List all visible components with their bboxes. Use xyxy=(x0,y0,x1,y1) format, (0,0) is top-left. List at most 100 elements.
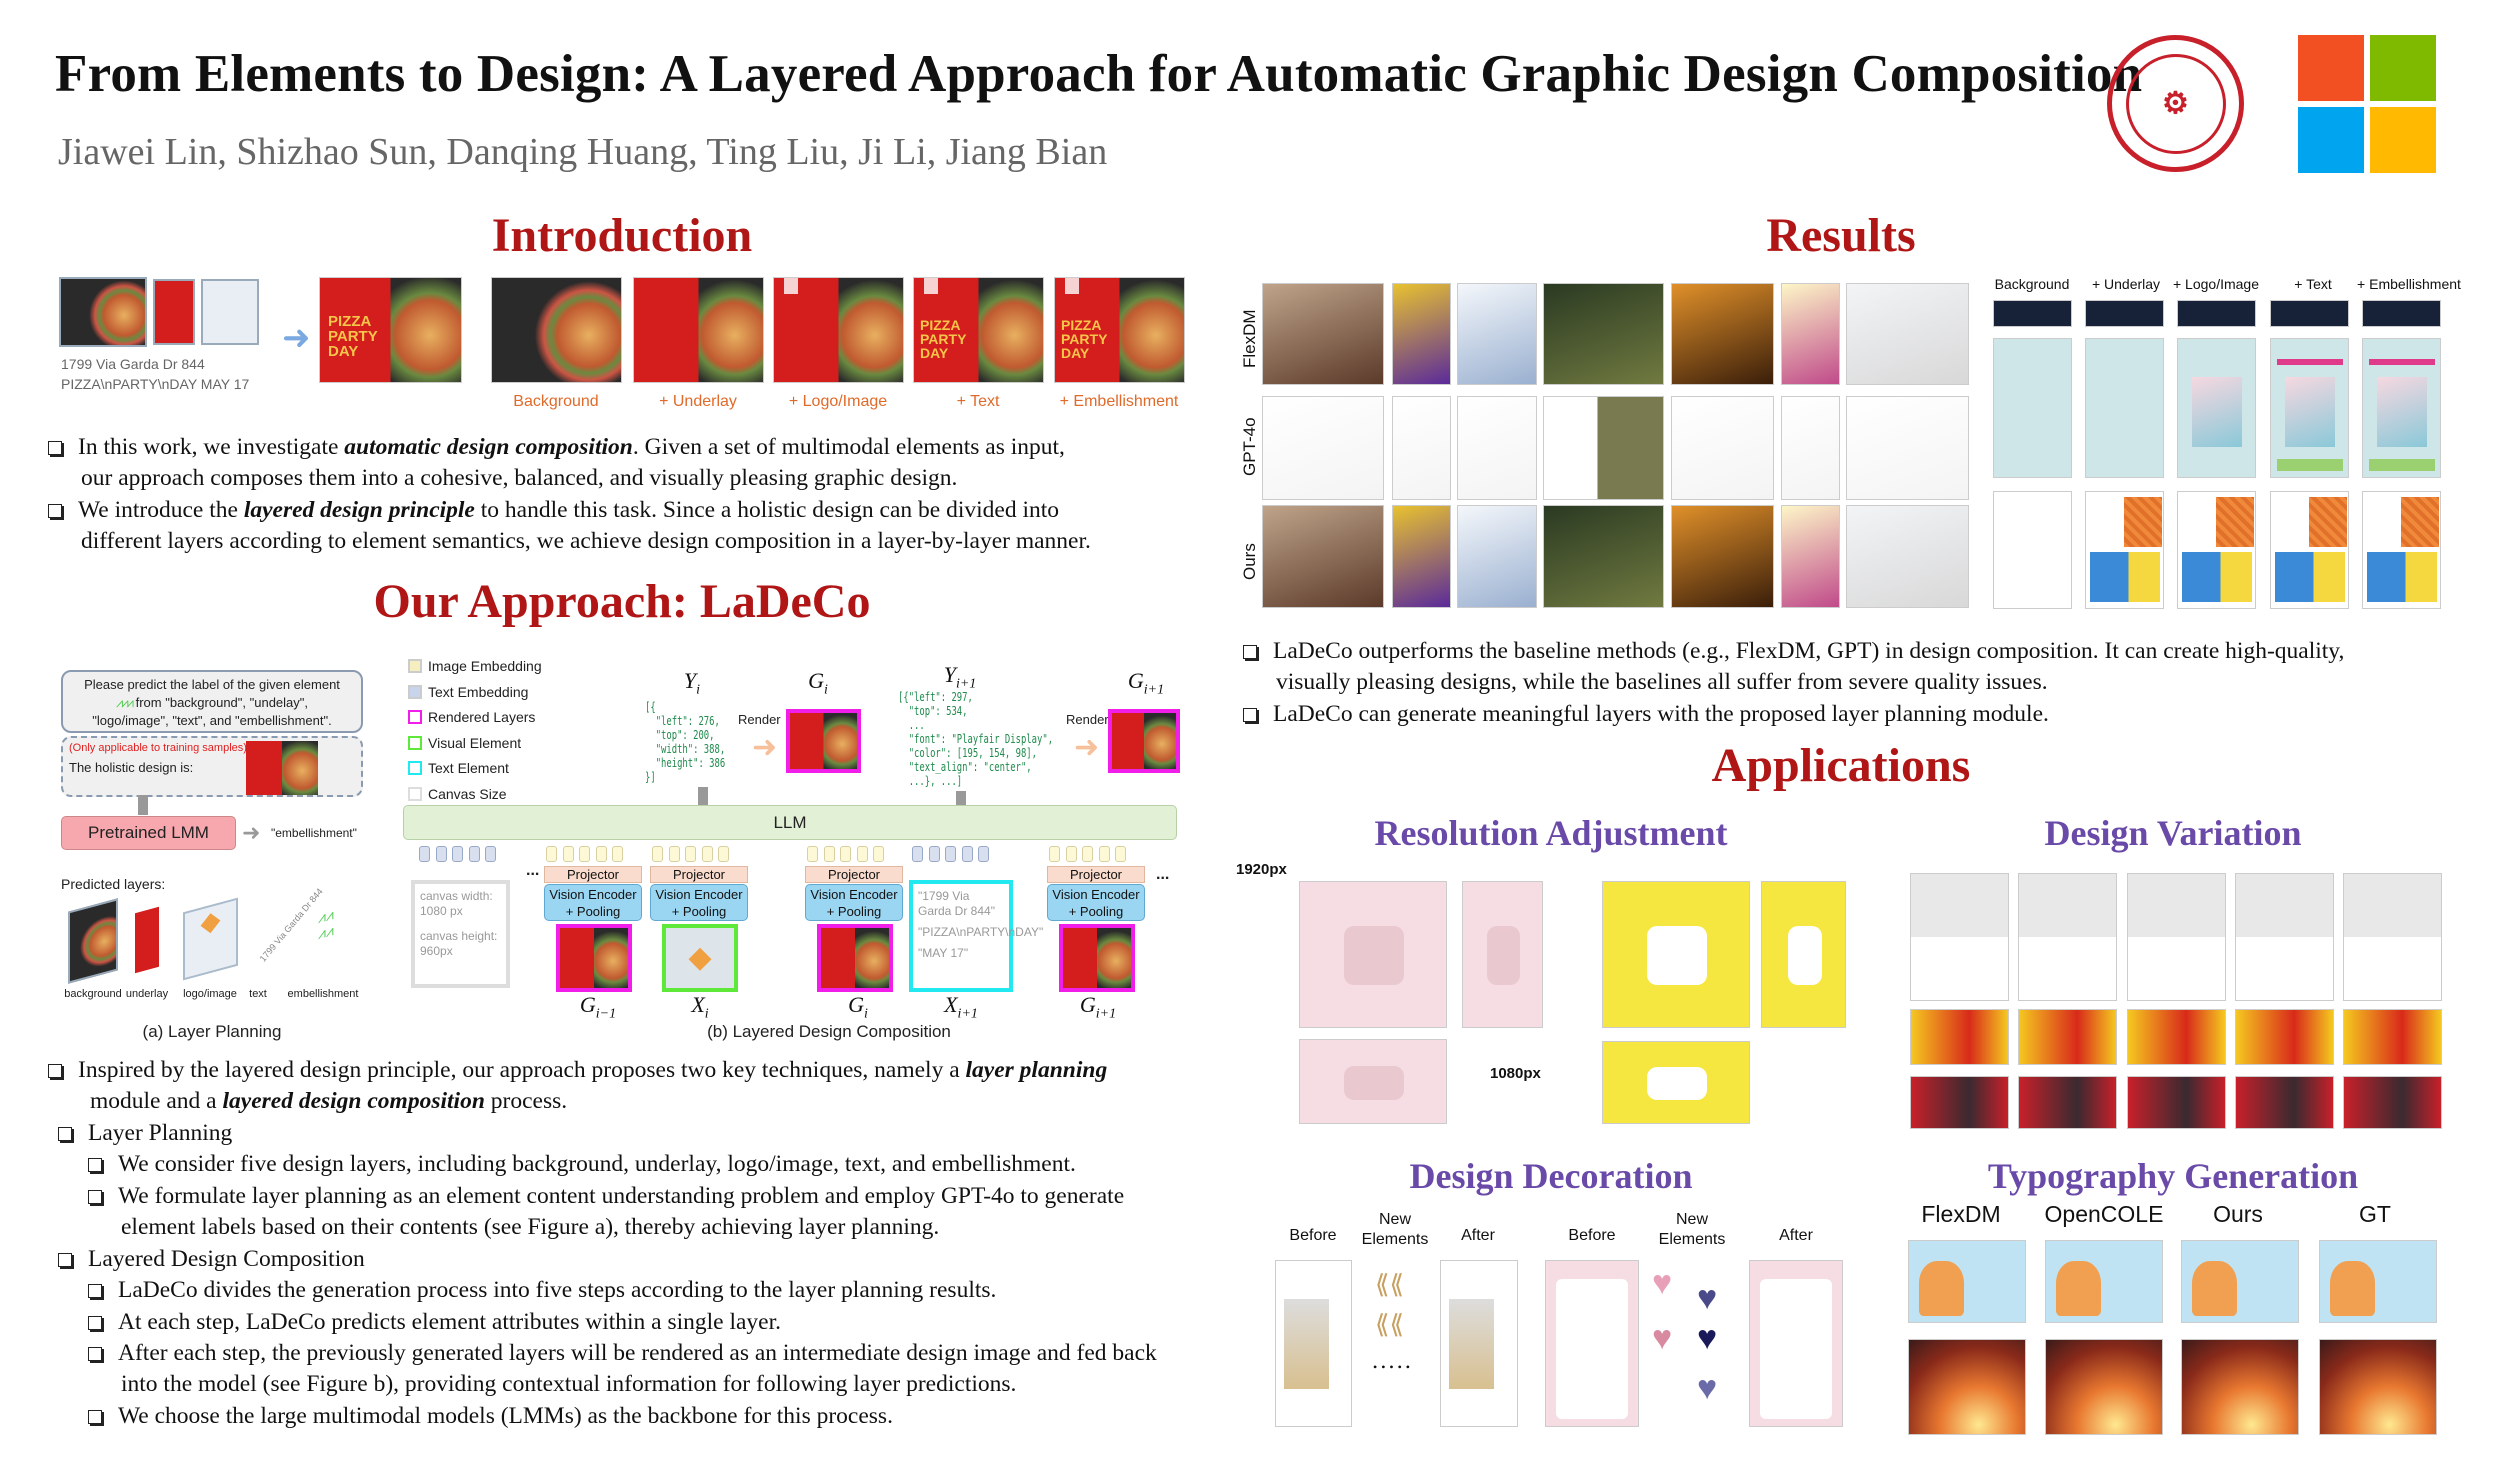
approach-bullet-layered-composition: Layered Design Composition xyxy=(58,1244,365,1275)
render-arrow-icon: ➜ xyxy=(752,731,778,764)
intro-elements-image xyxy=(59,277,271,357)
approach-subbullet: At each step, LaDeCo predicts element at… xyxy=(88,1307,781,1338)
heart-icon: ♥ xyxy=(1652,1320,1673,1357)
image-embedding-token xyxy=(823,846,835,862)
underlay-shape xyxy=(2275,552,2345,602)
approach-subbullet: LaDeCo divides the generation process in… xyxy=(88,1275,996,1306)
intro-stage-label: + Embellishment xyxy=(1059,393,1179,410)
rendered-layer-image xyxy=(556,924,632,992)
results-design-thumbnail xyxy=(1392,396,1451,500)
dots-icon: ••••• xyxy=(1373,1360,1415,1374)
underlay-shape xyxy=(2216,497,2254,547)
approach-bullet-layer-planning: Layer Planning xyxy=(58,1118,232,1149)
embellishment-element-icon: ⩘⩘⩘ xyxy=(115,695,134,710)
logo-mark xyxy=(924,278,938,294)
legend-swatch-icon xyxy=(408,761,422,775)
variation-thumbnail xyxy=(2127,1076,2226,1129)
layer-stage-thumb xyxy=(2270,491,2349,609)
label-g-im1: Gi−1 xyxy=(580,992,616,1022)
json-line: [{ xyxy=(645,700,656,714)
results-stage-label: Background xyxy=(1994,276,2070,292)
results-design-thumbnail xyxy=(1392,505,1451,608)
typography-generation-heading: Typography Generation xyxy=(1987,1156,2359,1196)
label-x-i: Xi xyxy=(691,992,708,1022)
legend-swatch-icon xyxy=(408,684,422,699)
variation-thumbnail xyxy=(2235,1009,2334,1065)
results-row-label: GPT-4o xyxy=(1240,417,1259,476)
approach-subbullet: We consider five design layers, includin… xyxy=(88,1149,1076,1180)
glyph-subscript: i+1 xyxy=(955,676,977,692)
glyph-letter: G xyxy=(579,992,596,1017)
authors: Jiawei Lin, Shizhao Sun, Danqing Huang, … xyxy=(58,131,1108,173)
legend-item: Rendered Layers xyxy=(408,709,535,725)
size-label-1920: 1920px xyxy=(1236,861,1287,878)
glyph-subscript: i+1 xyxy=(1095,1006,1117,1022)
typography-thumbnail xyxy=(2045,1339,2163,1435)
results-design-thumbnail xyxy=(1262,396,1384,500)
results-design-thumbnail xyxy=(1457,396,1537,500)
layer-name-label: logo/image xyxy=(183,988,237,1000)
legend-item: Visual Element xyxy=(408,735,521,751)
layer-text-image: 1799 Via Garda Dr 844 xyxy=(257,886,325,964)
legend-label: Rendered Layers xyxy=(428,709,536,725)
image-embedding-token xyxy=(595,846,607,862)
variation-thumbnail xyxy=(2018,1009,2117,1065)
label-g-i1: Gi+1 xyxy=(1128,668,1164,698)
render-arrow-icon: ➜ xyxy=(1074,731,1100,764)
bullet-icon xyxy=(88,1410,102,1424)
variation-thumbnail xyxy=(2235,873,2334,1001)
resized-design-thumbnail xyxy=(1299,881,1447,1028)
glyph-letter: X xyxy=(944,992,958,1017)
bullet-icon xyxy=(58,1253,72,1267)
typography-thumbnail xyxy=(2319,1339,2437,1435)
variation-thumbnail xyxy=(2343,1009,2442,1065)
results-design-thumbnail xyxy=(1846,505,1969,608)
text-embedding-token xyxy=(435,846,447,862)
results-stage-label: + Logo/Image xyxy=(2172,276,2260,292)
legend-swatch-icon xyxy=(408,735,422,750)
json-line: }] xyxy=(645,770,656,784)
results-row-label: Ours xyxy=(1240,543,1259,580)
text-element-box: "1799 Via Garda Dr 844""PIZZA\nPARTY\nDA… xyxy=(909,880,1043,992)
right-arrow-icon: ➜ xyxy=(282,320,311,357)
typography-thumbnail xyxy=(1908,1339,2026,1435)
projector-box: Projector xyxy=(1047,866,1145,883)
layer-stage-thumb xyxy=(2085,338,2164,478)
image-embedding-token xyxy=(562,846,574,862)
bullet-icon xyxy=(1243,708,1257,722)
training-sample-box: (Only applicable to training samples) Th… xyxy=(61,736,363,797)
layer-stage-thumb xyxy=(2177,338,2256,478)
intro-stage-image xyxy=(491,277,622,383)
image-embedding-token xyxy=(873,846,884,862)
text-embedding-token xyxy=(945,846,956,862)
json-line: "text_align": "center", xyxy=(898,760,1032,774)
label-x-i1: Xi+1 xyxy=(944,992,978,1022)
results-bullet-2: LaDeCo can generate meaningful layers wi… xyxy=(1243,699,2049,730)
results-design-thumbnail xyxy=(1457,283,1537,385)
design-text-bar xyxy=(2369,459,2435,471)
json-line: "top": 534, xyxy=(898,704,968,718)
text-embedding-token xyxy=(468,846,480,862)
rendered-layer-image xyxy=(817,924,893,992)
cat-illustration xyxy=(2056,1261,2101,1316)
text-embedding-token xyxy=(961,846,973,862)
decoration-label: After xyxy=(1461,1227,1495,1244)
vision-encoder-box: Vision Encoder + Pooling xyxy=(544,884,642,921)
glyph-letter: G xyxy=(1127,668,1144,693)
legend-label: Visual Element xyxy=(428,734,522,751)
layer-name-label: text xyxy=(249,988,267,1000)
sjtu-seal-logo: ⚙ xyxy=(2107,35,2244,172)
layer-logo-image: ◆ xyxy=(183,897,238,981)
results-design-thumbnail xyxy=(1846,283,1969,385)
layer-underlay-image xyxy=(135,906,159,974)
image-embedding-token xyxy=(668,846,680,862)
text-embedding-token xyxy=(978,846,989,862)
card xyxy=(1760,1279,1832,1419)
variation-thumbnail xyxy=(2343,873,2442,1001)
typography-label: GT xyxy=(2359,1201,2391,1227)
card xyxy=(1556,1279,1628,1419)
image-embedding-token xyxy=(1098,846,1110,862)
decoration-thumbnail xyxy=(1749,1260,1843,1427)
layer-stage-thumb xyxy=(2270,338,2349,478)
